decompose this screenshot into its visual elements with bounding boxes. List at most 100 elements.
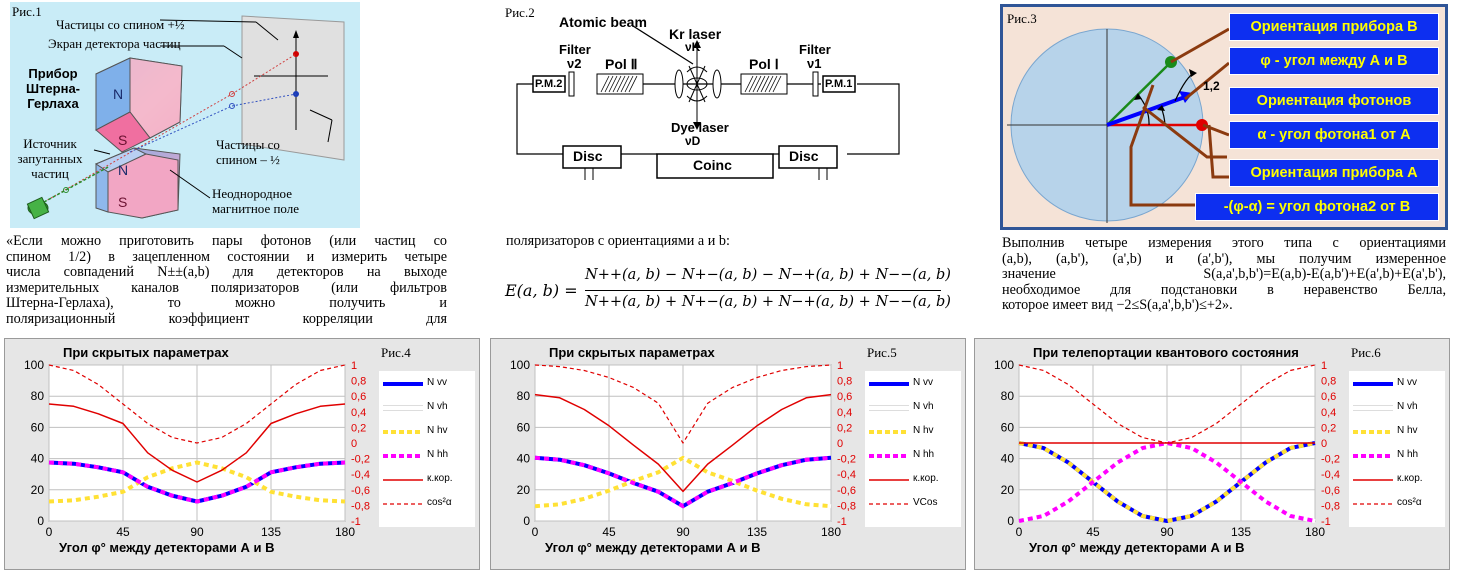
series-line: [534, 393, 832, 493]
y-tick-label: 20: [1001, 483, 1015, 497]
source-label: Источник запутанных частиц: [17, 136, 83, 181]
legend-swatch: [383, 503, 423, 505]
y-tick-label: 40: [517, 452, 531, 466]
y2-tick-label: 0,2: [1321, 422, 1336, 434]
legend-swatch: [383, 405, 423, 411]
y2-tick-label: 0,4: [837, 407, 852, 419]
legend-label: N hv: [427, 425, 448, 436]
y-tick-label: 80: [31, 389, 45, 403]
y2-tick-label: -0,8: [351, 500, 370, 512]
x-tick-label: 45: [602, 525, 616, 539]
legend-item: N vv: [865, 377, 961, 391]
stern-gerlach-diagram: [26, 15, 345, 220]
formula-bar: [585, 290, 941, 291]
y2-tick-label: 1: [837, 360, 843, 372]
spin-minus-label: Частицы со спином – ½: [216, 137, 280, 167]
legend-item: cos²α: [379, 497, 475, 511]
figure-2-panel: Рис.2: [505, 2, 950, 180]
y2-tick-label: 0,8: [1321, 376, 1336, 388]
coinc-label: Coinc: [693, 157, 732, 173]
legend-label: cos²α: [1397, 497, 1422, 508]
y2-tick-label: 0,4: [1321, 407, 1336, 419]
y2-tick-label: 0,6: [837, 391, 852, 403]
tag-photon-orientation: Ориентация фотонов: [1229, 87, 1439, 115]
formula-lhs: E(a, b) =: [505, 281, 578, 300]
pm1-label: P.M.1: [825, 78, 853, 90]
dye-laser-label: Dye laser: [671, 120, 729, 135]
x-axis-label: Угол φ° между детекторами А и В: [1029, 540, 1245, 555]
y-tick-label: 0: [1007, 514, 1014, 528]
legend-item: к.кор.: [379, 473, 475, 487]
y2-tick-label: 0: [351, 438, 357, 450]
y2-tick-label: -0,8: [1321, 500, 1340, 512]
spin-plus-label: Частицы со спином +½: [56, 17, 185, 32]
kr-laser-label: Kr laser: [669, 26, 722, 42]
y2-tick-label: 0,2: [837, 422, 852, 434]
y2-tick-label: 0,4: [351, 407, 366, 419]
legend-item: N vv: [379, 377, 475, 391]
legend-item: N hv: [865, 425, 961, 439]
legend-item: N hh: [865, 449, 961, 463]
figure-1-label: Рис.1: [12, 4, 42, 19]
legend-item: N vh: [379, 401, 475, 415]
y2-tick-label: -0,2: [351, 454, 370, 466]
filter-right-label: Filter: [799, 42, 831, 57]
screen-label: Экран детектора частиц: [48, 36, 181, 51]
figure-label: Рис.6: [1351, 345, 1381, 360]
figure-label: Рис.5: [867, 345, 897, 360]
y-tick-label: 60: [517, 420, 531, 434]
figure-1-panel: Рис.1: [10, 2, 360, 228]
legend-item: N hh: [1349, 449, 1445, 463]
x-tick-label: 45: [1086, 525, 1100, 539]
legend-swatch: [383, 382, 423, 386]
chart-title: При скрытых параметрах: [549, 345, 715, 360]
y2-tick-label: 0,8: [351, 376, 366, 388]
legend-swatch: [1353, 430, 1393, 434]
legend-item: N vh: [1349, 401, 1445, 415]
legend-label: N vv: [913, 377, 933, 388]
legend-swatch: [383, 430, 423, 434]
pole-s-upper: S: [118, 132, 128, 148]
pole-n-upper: N: [113, 86, 124, 102]
formula-denominator: N++(a, b) + N+−(a, b) + N−+(a, b) + N−−(…: [585, 294, 951, 310]
y2-tick-label: -0,4: [351, 469, 370, 481]
legend-swatch: [383, 479, 423, 481]
series-line: [1018, 441, 1316, 523]
legend-label: к.кор.: [1397, 473, 1423, 484]
legend-swatch: [1353, 479, 1393, 481]
pol1-label: Pol Ⅰ: [749, 56, 779, 72]
y-tick-label: 0: [37, 514, 44, 528]
y2-tick-label: -0,6: [351, 485, 370, 497]
nu-d-label: νD: [685, 134, 701, 148]
x-tick-label: 0: [46, 525, 53, 539]
legend-swatch: [1353, 382, 1393, 386]
pm2-label: P.M.2: [535, 78, 563, 90]
y2-tick-label: -1: [837, 516, 847, 528]
y-tick-label: 60: [1001, 420, 1015, 434]
x-tick-label: 90: [190, 525, 204, 539]
x-tick-label: 180: [1305, 525, 1325, 539]
y2-tick-label: -0,6: [837, 485, 856, 497]
x-axis-label: Угол φ° между детекторами А и В: [59, 540, 275, 555]
y2-tick-label: 0,2: [351, 422, 366, 434]
legend-item: cos²α: [1349, 497, 1445, 511]
figure-2-label: Рис.2: [505, 5, 535, 20]
y-tick-label: 100: [510, 358, 530, 372]
x-tick-label: 135: [747, 525, 767, 539]
x-tick-label: 45: [116, 525, 130, 539]
x-tick-label: 135: [1231, 525, 1251, 539]
legend-label: N hv: [913, 425, 934, 436]
y2-tick-label: -0,4: [1321, 469, 1340, 481]
x-tick-label: 0: [1016, 525, 1023, 539]
y-tick-label: 100: [24, 358, 44, 372]
legend-swatch: [1353, 503, 1393, 505]
legend-label: N hh: [1397, 449, 1419, 460]
detector-screen: [241, 15, 345, 161]
legend-swatch: [869, 382, 909, 386]
tag-orientation-a: Ориентация прибора А: [1229, 159, 1439, 187]
pol2-label: Pol Ⅱ: [605, 56, 638, 72]
y2-tick-label: 0,8: [837, 376, 852, 388]
